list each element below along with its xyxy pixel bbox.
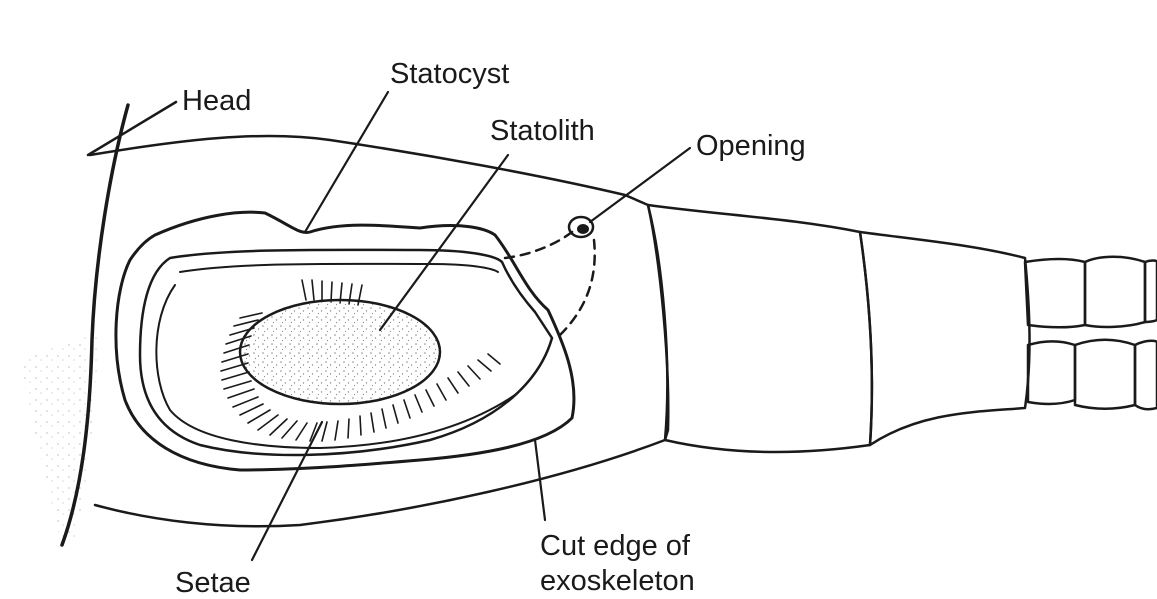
- setae-leader: [252, 422, 322, 560]
- statocyst-leader: [305, 92, 388, 232]
- antennule-segments: [1025, 257, 1157, 409]
- statolith-leader: [380, 155, 508, 330]
- label-setae: Setae: [175, 567, 251, 599]
- opening-canal: [505, 232, 572, 258]
- opening-canal-lower: [560, 240, 595, 335]
- label-statolith: Statolith: [490, 115, 595, 147]
- label-cut-edge-line2: exoskeleton: [540, 565, 695, 597]
- second-segment: [648, 205, 872, 452]
- opening-leader: [590, 148, 690, 222]
- opening-pore: [577, 224, 589, 234]
- statocyst-membrane-inner: [180, 264, 498, 272]
- label-statocyst: Statocyst: [390, 58, 509, 90]
- label-cut-edge-line1: Cut edge of: [540, 530, 691, 562]
- third-segment: [860, 232, 1030, 445]
- head-leader-line: [88, 102, 176, 155]
- label-head: Head: [182, 85, 251, 117]
- body-stipple-left: [20, 330, 100, 540]
- label-opening: Opening: [696, 130, 806, 162]
- statolith: [240, 300, 440, 404]
